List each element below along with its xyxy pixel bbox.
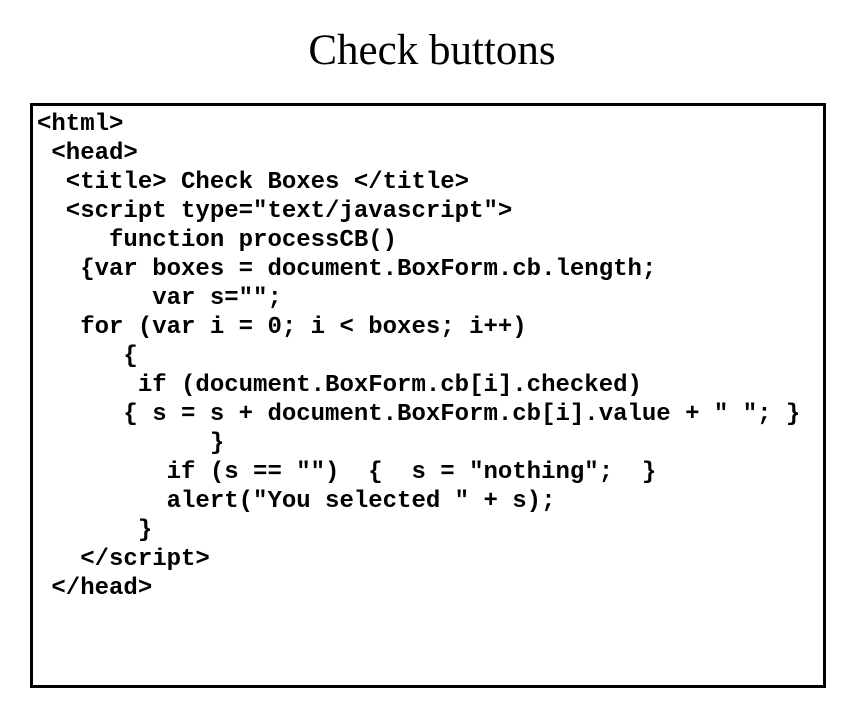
code-text: <html> <head> <title> Check Boxes </titl… <box>37 111 801 602</box>
code-panel: <html> <head> <title> Check Boxes </titl… <box>30 103 826 688</box>
slide: Check buttons <html> <head> <title> Chec… <box>0 0 864 688</box>
slide-title: Check buttons <box>308 27 556 74</box>
